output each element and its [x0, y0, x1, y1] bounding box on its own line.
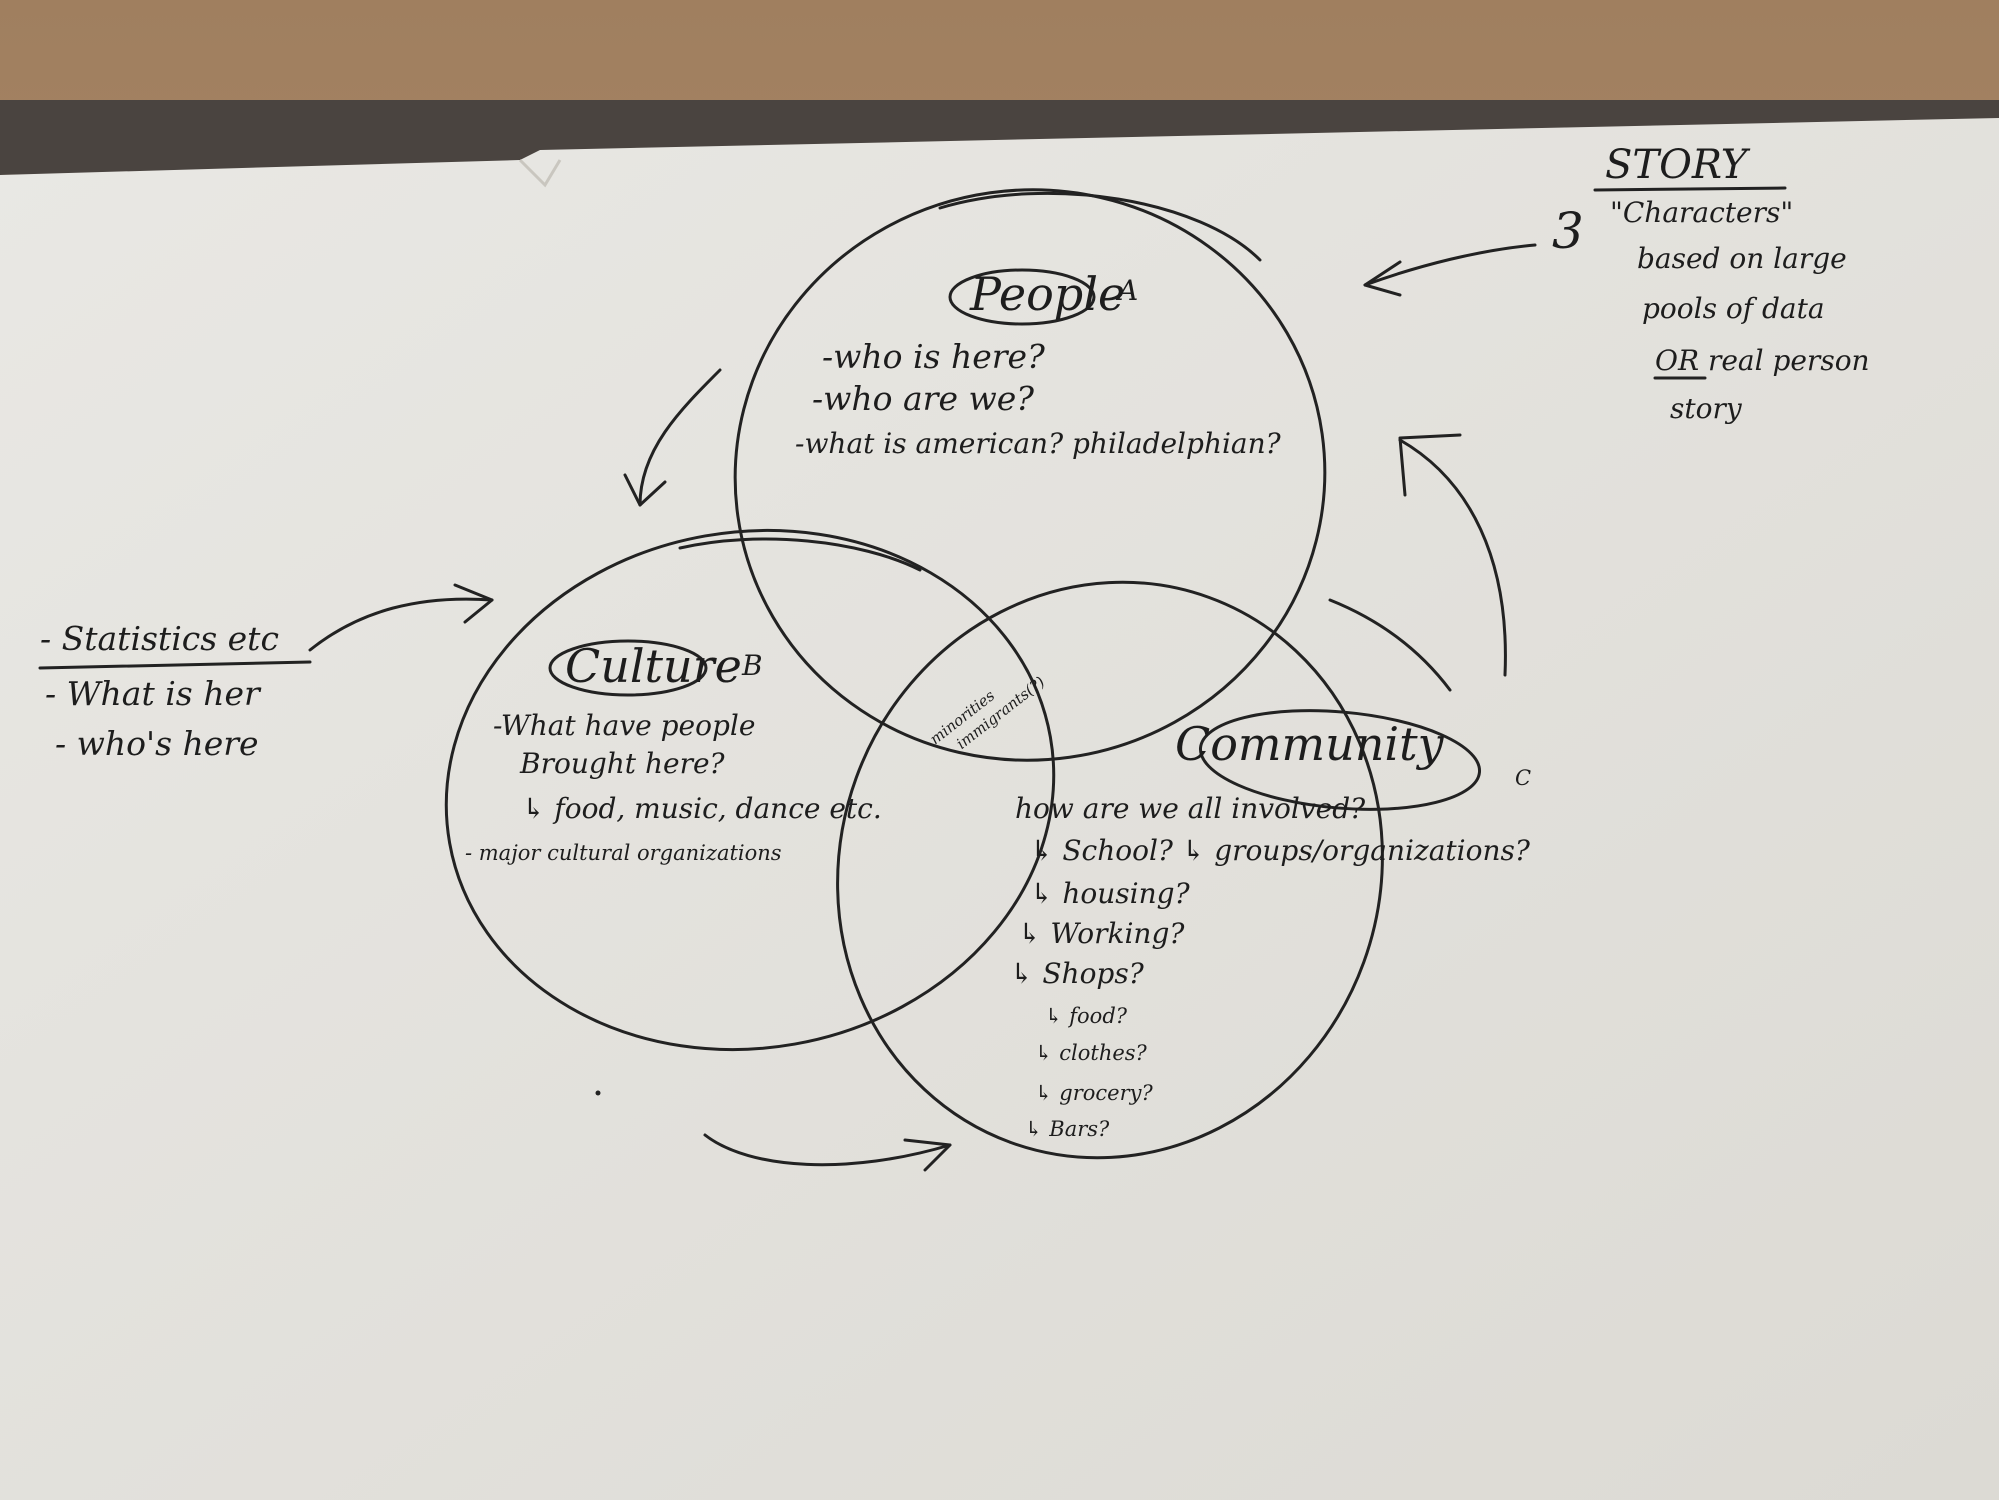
- paper-sheet: [0, 118, 1999, 1500]
- story-line-4: OR real person: [1655, 344, 1870, 377]
- community-title: Community: [1175, 717, 1445, 771]
- story-title: STORY: [1605, 142, 1751, 188]
- story-number: 3: [1552, 202, 1584, 260]
- statistics-underline: [38, 660, 312, 670]
- arrow-community-to-people: [1398, 438, 1507, 677]
- arrow-people-to-culture: [638, 368, 722, 507]
- community-marker: C: [1515, 766, 1531, 790]
- culture-marker: B: [741, 649, 763, 682]
- community-line-4: ↳ Working?: [1018, 917, 1185, 950]
- people-line-2: -who are we?: [812, 379, 1034, 418]
- arrow-story-to-people: [1363, 243, 1537, 287]
- community-line-3: ↳ housing?: [1030, 877, 1191, 910]
- story-line-1: "Characters": [1610, 196, 1793, 229]
- community-circle-overstroke: [1328, 598, 1452, 692]
- community-circle: [836, 580, 1384, 1160]
- arrow-people-to-culture-head: [623, 473, 667, 507]
- culture-circle-overstroke: [678, 537, 922, 572]
- people-line-3: -what is american? philadelphian?: [795, 427, 1282, 460]
- community-line-9: ↳ Bars?: [1025, 1117, 1110, 1141]
- people-line-1: -who is here?: [822, 337, 1045, 376]
- people-title-loop: [948, 268, 1096, 326]
- culture-line-2: Brought here?: [519, 747, 726, 780]
- story-line-3: pools of data: [1642, 292, 1825, 325]
- people-circle-overstroke: [938, 191, 1262, 262]
- arrow-statistics-to-culture-head: [453, 583, 494, 624]
- community-line-5: ↳ Shops?: [1010, 957, 1145, 990]
- arrow-statistics-to-culture: [308, 597, 494, 652]
- culture-circle: [444, 528, 1056, 1052]
- culture-line-1: -What have people: [493, 709, 755, 742]
- statistics-line-3: - who's here: [55, 724, 259, 763]
- story-underline: [1593, 186, 1787, 192]
- people-title: People: [969, 267, 1125, 321]
- community-line-8: ↳ grocery?: [1035, 1081, 1153, 1105]
- community-line-2: ↳ School? ↳ groups/organizations?: [1030, 834, 1531, 867]
- culture-line-4: - major cultural organizations: [465, 841, 782, 865]
- statistics-line-1: - Statistics etc: [40, 619, 279, 658]
- arrow-story-to-people-head: [1363, 260, 1402, 297]
- community-line-7: ↳ clothes?: [1035, 1041, 1148, 1065]
- story-line-2: based on large: [1637, 242, 1847, 275]
- paper-fold: [518, 158, 562, 188]
- pen-dot: [595, 1090, 601, 1096]
- culture-line-3: ↳ food, music, dance etc.: [522, 792, 882, 825]
- community-line-1: how are we all involved?: [1015, 792, 1366, 825]
- people-circle: [733, 188, 1327, 762]
- community-title-loop: [1198, 709, 1482, 811]
- people-marker: A: [1115, 274, 1138, 307]
- statistics-line-2: - What is her: [45, 674, 262, 713]
- culture-title-loop: [548, 639, 708, 697]
- community-line-6: ↳ food?: [1045, 1004, 1128, 1028]
- arrow-culture-to-community: [703, 1133, 952, 1167]
- story-line-5: story: [1670, 392, 1743, 425]
- arrow-culture-to-community-head: [903, 1138, 952, 1172]
- arrow-community-to-people-head: [1398, 433, 1462, 497]
- culture-title: Culture: [565, 639, 742, 693]
